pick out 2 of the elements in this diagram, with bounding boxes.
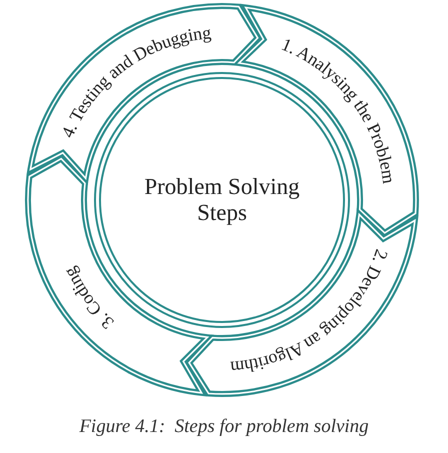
center-label: Problem Solving Steps: [143, 174, 301, 226]
figure-caption: Figure 4.1: Steps for problem solving: [78, 416, 370, 438]
